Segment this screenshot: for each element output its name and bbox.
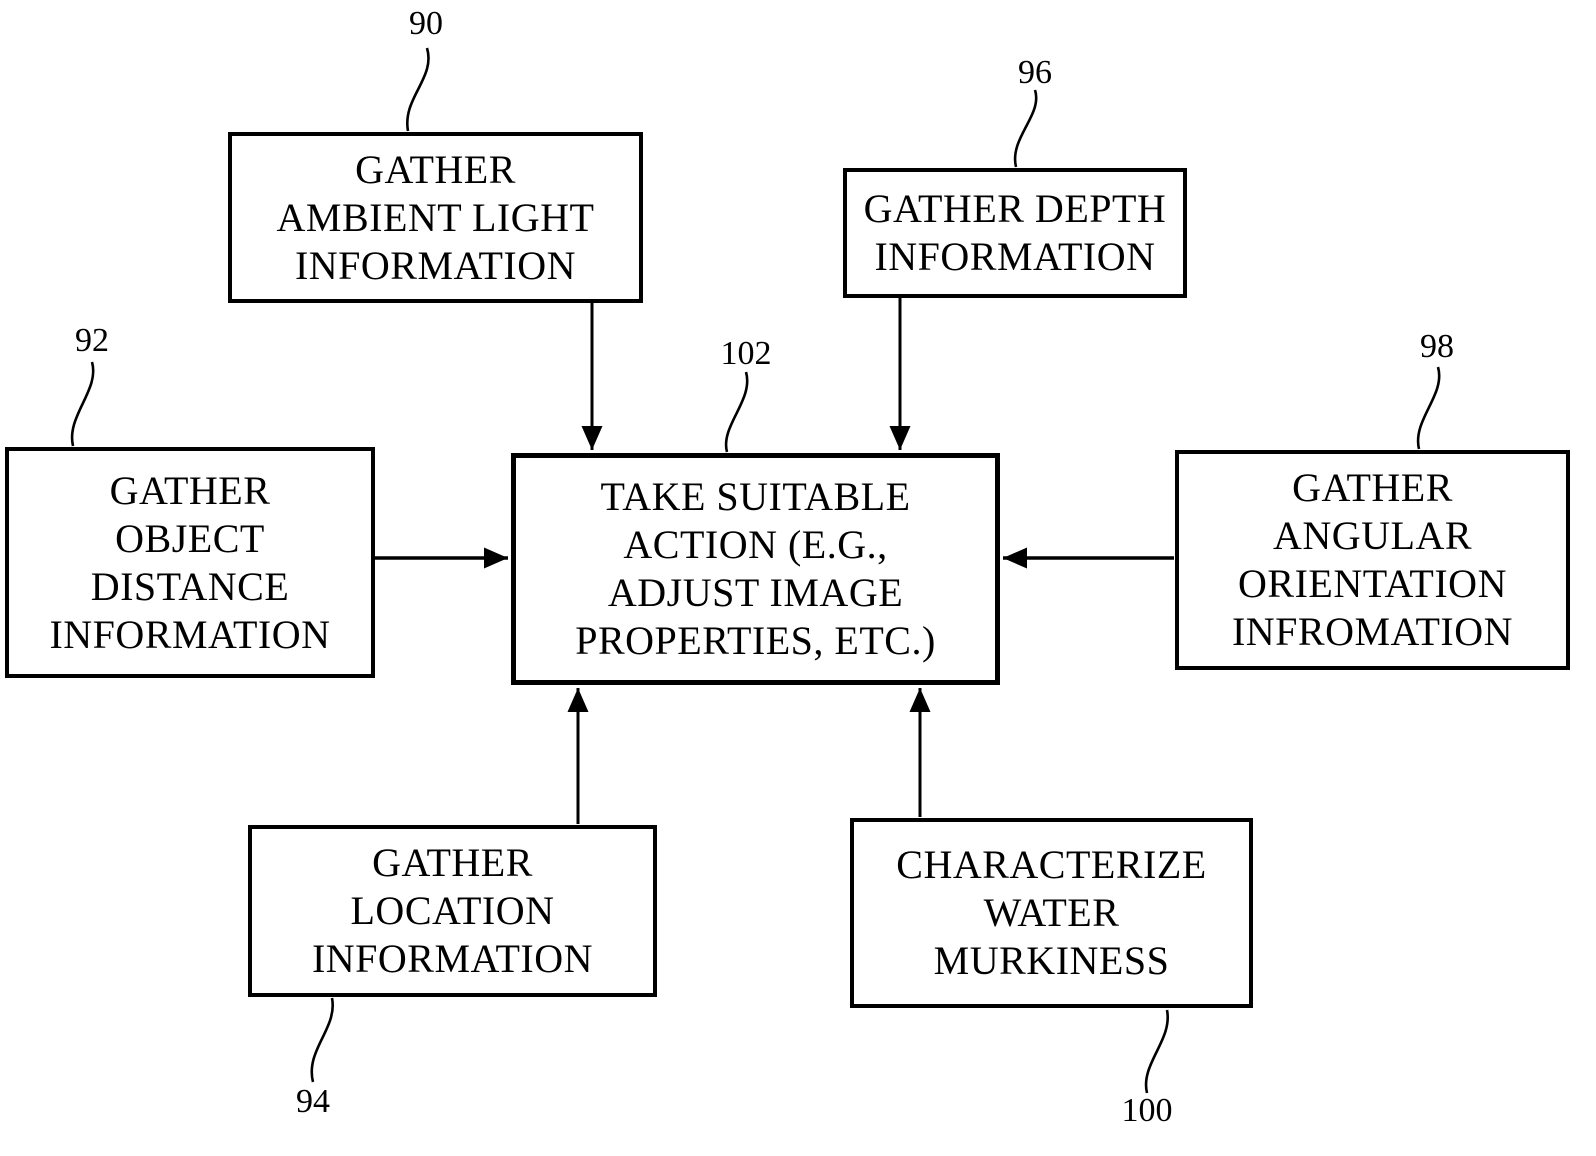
node-text-line: ADJUST IMAGE xyxy=(607,570,904,615)
node-take-suitable-action: TAKE SUITABLE ACTION (E.G., ADJUST IMAGE… xyxy=(511,453,1000,685)
ref-numeral-100: 100 xyxy=(1121,1092,1173,1129)
lead-line-100 xyxy=(1144,1009,1170,1094)
node-text-line: PROPERTIES, ETC.) xyxy=(575,618,936,663)
node-text-line: ACTION (E.G., xyxy=(623,522,888,567)
node-text-line: WATER xyxy=(983,890,1120,935)
ref-numeral-92: 92 xyxy=(75,322,109,359)
lead-line-96 xyxy=(1013,89,1038,168)
node-text-line: CHARACTERIZE xyxy=(896,842,1207,887)
node-characterize-water-murkiness: CHARACTERIZE WATER MURKINESS xyxy=(850,818,1253,1008)
node-text-line: DISTANCE xyxy=(90,563,290,609)
lead-line-102 xyxy=(724,371,749,453)
ref-numeral-102: 102 xyxy=(720,335,772,372)
ref-numeral-98: 98 xyxy=(1420,328,1454,365)
lead-line-98 xyxy=(1416,366,1441,450)
node-text-line: TAKE SUITABLE xyxy=(600,474,911,519)
node-text-line: ANGULAR xyxy=(1272,513,1473,558)
node-text-line: OBJECT xyxy=(115,515,265,561)
node-text-line: INFROMATION xyxy=(1231,609,1514,654)
node-text-line: INFORMATION xyxy=(874,234,1156,279)
node-text-line: INFORMATION xyxy=(311,936,594,981)
node-text-line: GATHER DEPTH xyxy=(863,186,1167,231)
node-text-line: MURKINESS xyxy=(933,938,1170,983)
ref-numeral-90: 90 xyxy=(409,5,443,42)
node-gather-ambient-light: GATHER AMBIENT LIGHT INFORMATION xyxy=(228,132,643,303)
node-text-line: GATHER xyxy=(372,840,533,885)
node-text-line: GATHER xyxy=(355,146,516,192)
lead-line-92 xyxy=(70,361,95,447)
node-gather-depth: GATHER DEPTH INFORMATION xyxy=(843,168,1187,298)
lead-line-94 xyxy=(310,997,335,1083)
node-text-line: LOCATION xyxy=(350,888,555,933)
node-text-line: ORIENTATION xyxy=(1238,561,1507,606)
node-text-line: GATHER xyxy=(1292,465,1453,510)
node-text-line: AMBIENT LIGHT xyxy=(276,194,595,240)
ref-numeral-94: 94 xyxy=(296,1083,330,1120)
node-gather-object-distance: GATHER OBJECT DISTANCE INFORMATION xyxy=(5,447,375,678)
lead-line-90 xyxy=(405,47,430,132)
ref-numeral-96: 96 xyxy=(1018,54,1052,91)
node-text-line: INFORMATION xyxy=(294,242,577,288)
node-text-line: INFORMATION xyxy=(49,611,331,657)
node-text-line: GATHER xyxy=(109,467,271,513)
node-gather-angular-orientation: GATHER ANGULAR ORIENTATION INFROMATION xyxy=(1175,450,1570,670)
node-gather-location: GATHER LOCATION INFORMATION xyxy=(248,825,657,997)
